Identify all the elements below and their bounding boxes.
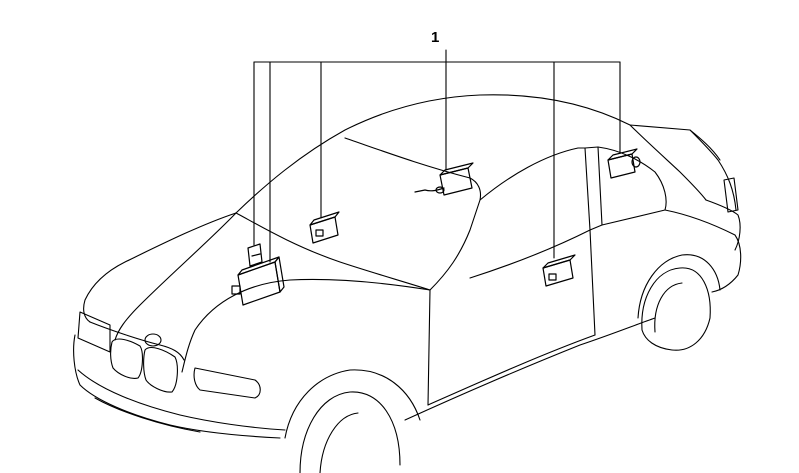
rear-fender	[665, 210, 741, 292]
rear-tire-inner	[655, 283, 682, 332]
module-windshield-left	[310, 212, 339, 243]
hood-outline	[84, 213, 236, 322]
hood-center-crease	[115, 213, 236, 340]
hood-front	[90, 322, 184, 360]
headlight-right	[194, 368, 260, 398]
front-wheel-arch	[285, 370, 420, 438]
callout-number-1: 1	[431, 29, 440, 46]
hood-right-edge	[182, 279, 430, 372]
a-pillar-right	[430, 178, 481, 290]
rear-wheel-arch	[638, 255, 720, 318]
a-pillar	[236, 213, 430, 290]
front-tire-inner	[320, 413, 358, 473]
front-wheel	[300, 392, 400, 473]
roof-outline	[236, 95, 736, 213]
grille-left	[111, 339, 143, 378]
headlight-left	[78, 312, 110, 352]
b-pillar	[585, 147, 602, 230]
module-engine-large	[232, 257, 284, 305]
door-shut-line	[590, 230, 595, 335]
rear-lamp	[724, 178, 738, 212]
rear-wheel	[642, 268, 710, 350]
side-sill	[405, 318, 655, 420]
module-door	[543, 255, 575, 286]
trunk-edge	[706, 200, 740, 250]
modules	[232, 149, 640, 305]
front-door-window	[470, 148, 590, 278]
trunk-lid	[690, 130, 720, 160]
door-front-line	[428, 290, 430, 405]
module-rear-pillar	[608, 149, 640, 178]
rear-door-window	[598, 147, 666, 225]
hood-emblem	[145, 334, 161, 346]
front-bumper	[74, 335, 280, 438]
callout-leaders	[254, 50, 620, 262]
module-dashboard-cable	[415, 163, 473, 195]
door-bottom	[428, 335, 595, 405]
rear-window	[630, 125, 706, 200]
windshield-top	[345, 138, 470, 178]
bumper-lower	[78, 370, 285, 430]
front-lip	[95, 398, 200, 432]
module-small-bracket	[248, 244, 262, 266]
car-body	[74, 95, 741, 473]
grille-right	[144, 348, 178, 393]
